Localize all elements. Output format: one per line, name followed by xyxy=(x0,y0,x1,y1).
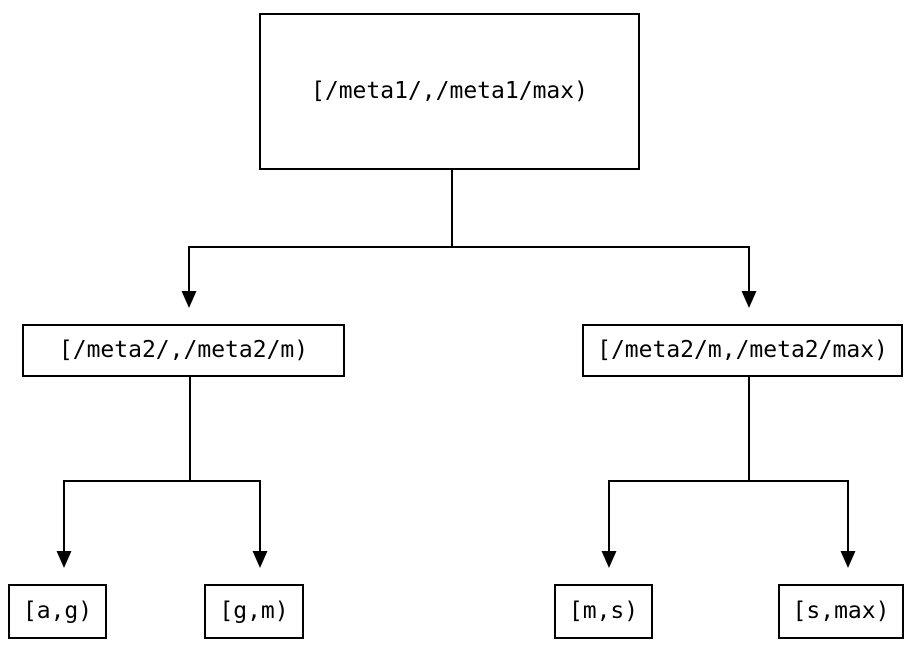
node-mid-right: [/meta2/m,/meta2/max) xyxy=(582,324,903,377)
arrowhead-to-mid-left-icon xyxy=(181,291,197,308)
edge-root-branch xyxy=(188,246,750,292)
node-leaf-ms: [m,s) xyxy=(554,584,653,639)
arrowhead-to-leaf-2-icon xyxy=(252,551,268,568)
node-leaf-smax: [s,max) xyxy=(778,584,904,639)
node-mid-right-label: [/meta2/m,/meta2/max) xyxy=(597,337,888,363)
node-root-label: [/meta1/,/meta1/max) xyxy=(311,78,588,104)
node-mid-left-label: [/meta2/,/meta2/m) xyxy=(58,337,309,363)
arrowhead-to-leaf-3-icon xyxy=(601,551,617,568)
node-leaf-ag: [a,g) xyxy=(8,584,107,639)
arrowhead-to-leaf-4-icon xyxy=(840,551,856,568)
node-leaf-ms-label: [m,s) xyxy=(568,598,639,624)
edge-mid-right-branch xyxy=(608,480,849,552)
node-leaf-smax-label: [s,max) xyxy=(792,598,890,624)
node-leaf-ag-label: [a,g) xyxy=(22,598,93,624)
node-root: [/meta1/,/meta1/max) xyxy=(259,13,640,170)
node-mid-left: [/meta2/,/meta2/m) xyxy=(22,324,345,377)
node-leaf-gm: [g,m) xyxy=(204,584,304,639)
node-leaf-gm-label: [g,m) xyxy=(219,598,289,624)
arrowhead-to-leaf-1-icon xyxy=(56,551,72,568)
edge-mid-left-branch xyxy=(63,480,261,552)
arrowhead-to-mid-right-icon xyxy=(741,291,757,308)
